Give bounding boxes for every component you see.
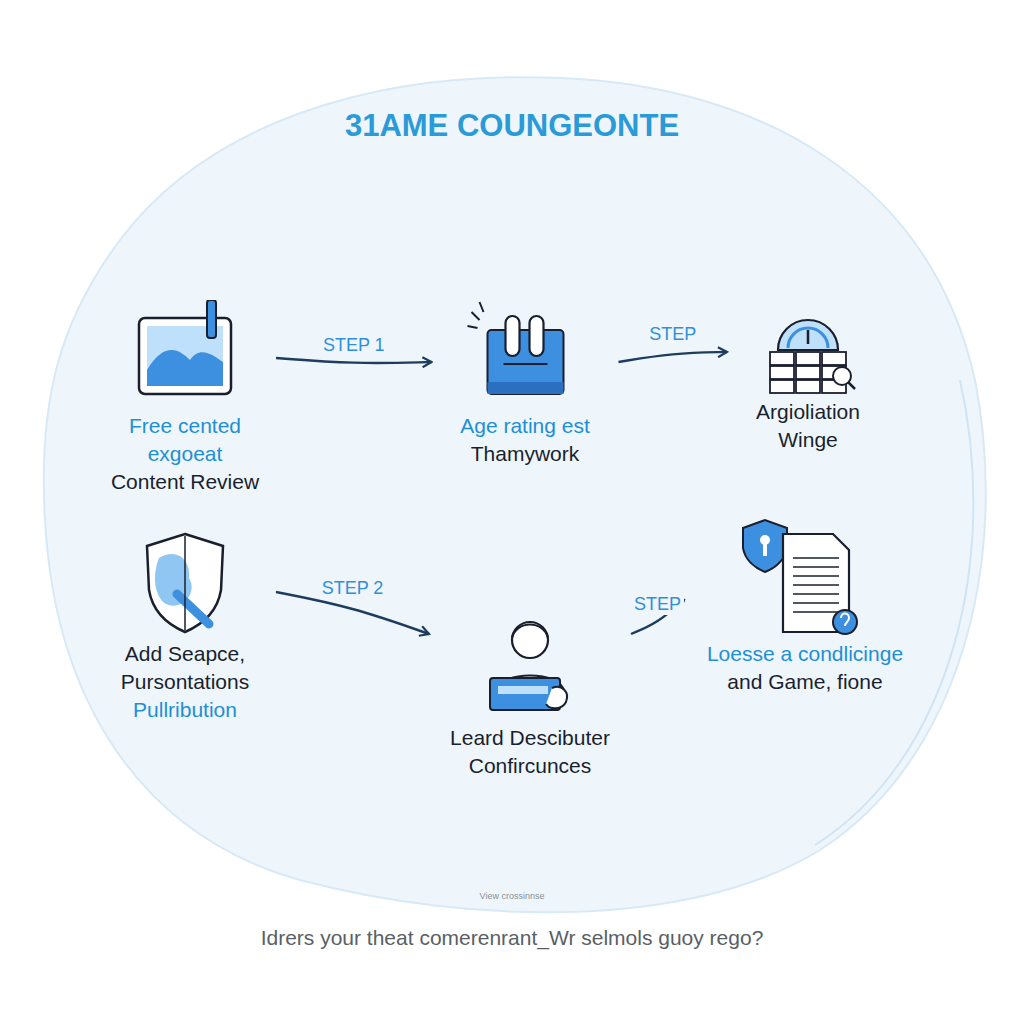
step-label: Pullribution bbox=[100, 696, 270, 724]
step-label: Leard Descibuter Confircunces bbox=[435, 724, 625, 780]
caption: Idrers your theat comerenrant_Wr selmols… bbox=[0, 926, 1024, 950]
node-icon bbox=[490, 622, 567, 710]
step-icon bbox=[100, 300, 270, 412]
node-icon bbox=[467, 302, 563, 394]
node-icon bbox=[743, 520, 857, 634]
step-number: STEP 1 bbox=[320, 335, 388, 356]
step-label: Add Seapce, Pursontations bbox=[100, 640, 270, 696]
process-step: Age rating estThamywork bbox=[438, 300, 613, 468]
blob-edge bbox=[815, 380, 973, 845]
process-step: Leard Descibuter Confircunces bbox=[435, 612, 625, 780]
step-arrow bbox=[276, 358, 432, 363]
node-icon bbox=[147, 534, 223, 632]
step-icon bbox=[100, 528, 270, 640]
process-step: Add Seapce, PursontationsPullribution bbox=[100, 528, 270, 724]
step-label: Argioliation Winge bbox=[733, 398, 883, 454]
step-label: Age rating est bbox=[438, 412, 613, 440]
step-label: Loesse a condlicinge bbox=[690, 640, 920, 668]
step-label: and Game, fione bbox=[690, 668, 920, 696]
step-icon bbox=[438, 300, 613, 412]
step-number: STEP 2 bbox=[319, 578, 387, 599]
node-icon bbox=[139, 300, 231, 394]
process-step: Free cented exgoeatContent Review bbox=[100, 300, 270, 496]
step-number: STEP bbox=[646, 324, 699, 345]
step-label: Thamywork bbox=[438, 440, 613, 468]
node-icon bbox=[770, 320, 855, 393]
process-step: Loesse a condlicingeand Game, fione bbox=[690, 518, 920, 696]
process-step: Argioliation Winge bbox=[733, 300, 883, 454]
step-label: Content Review bbox=[100, 468, 270, 496]
step-icon bbox=[733, 300, 883, 398]
step-number: STEP bbox=[631, 594, 684, 615]
step-icon bbox=[435, 612, 625, 724]
step-label: Free cented exgoeat bbox=[100, 412, 270, 468]
step-arrow bbox=[619, 352, 728, 362]
diagram-title: 31AME COUNGEONTE bbox=[0, 108, 1024, 144]
background-blob bbox=[44, 77, 986, 912]
note-label: View crossinnse bbox=[0, 891, 1024, 901]
step-icon bbox=[690, 518, 920, 640]
